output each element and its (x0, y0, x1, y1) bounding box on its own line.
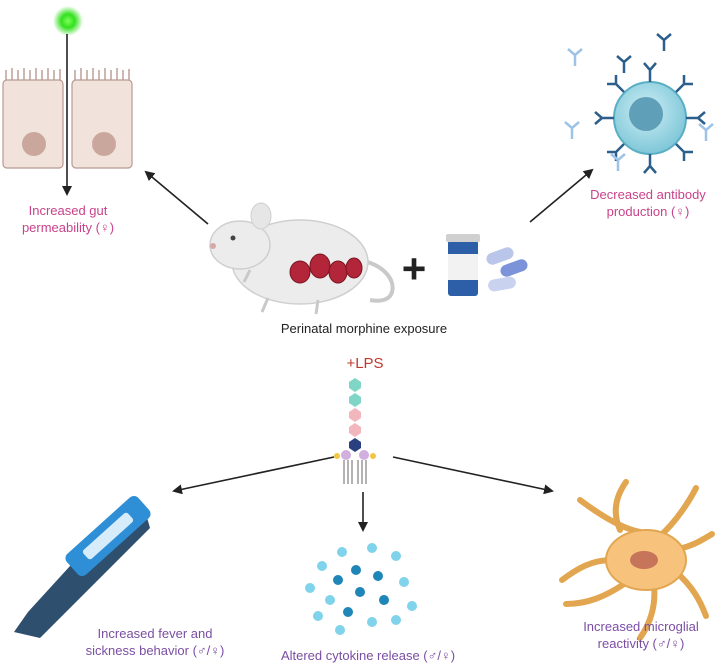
gut-permeability-label: Increased gut permeability (♀) (0, 202, 136, 236)
antibody-production-label: Decreased antibody production (♀) (576, 186, 720, 220)
fever-label: Increased fever and sickness behavior (♂… (80, 625, 230, 659)
gut-label-line2: permeability (♀) (21, 220, 115, 235)
antibody-label-line1: Decreased antibody (590, 187, 706, 202)
gut-label-line1: Increased gut (28, 203, 108, 218)
lps-label: +LPS (346, 355, 384, 372)
capsule-icon (486, 247, 528, 292)
pill-bottle-icon (446, 234, 480, 296)
lps-molecule-icon (334, 378, 376, 484)
arrow-to-antibody (529, 168, 594, 223)
fever-label-line2: sickness behavior (♂/♀) (85, 643, 225, 658)
microglia-label-line2: reactivity (♂/♀) (597, 636, 685, 651)
microglia-label: Increased microglial reactivity (♂/♀) (566, 618, 716, 652)
cytokine-cluster-icon (305, 543, 417, 635)
antibody-label-line2: production (♀) (606, 204, 690, 219)
fluorescent-tracer-icon (53, 6, 83, 36)
gut-epithelium-icon (2, 68, 133, 169)
antibody-icon (564, 33, 714, 171)
b-cell-icon (594, 62, 706, 174)
fever-label-line1: Increased fever and (97, 626, 213, 641)
arrow-to-microglia (392, 456, 554, 495)
microglia-icon (559, 479, 715, 641)
cytokine-label: Altered cytokine release (♂/♀) (280, 648, 456, 663)
mouse-icon (209, 202, 395, 315)
exposure-label: Perinatal morphine exposure (280, 321, 448, 336)
microglia-label-line1: Increased microglial (583, 619, 699, 634)
thermometer-icon (14, 495, 151, 638)
plus-symbol: + (402, 245, 427, 292)
arrow-to-fever (172, 456, 335, 495)
arrow-to-gut (144, 170, 209, 225)
